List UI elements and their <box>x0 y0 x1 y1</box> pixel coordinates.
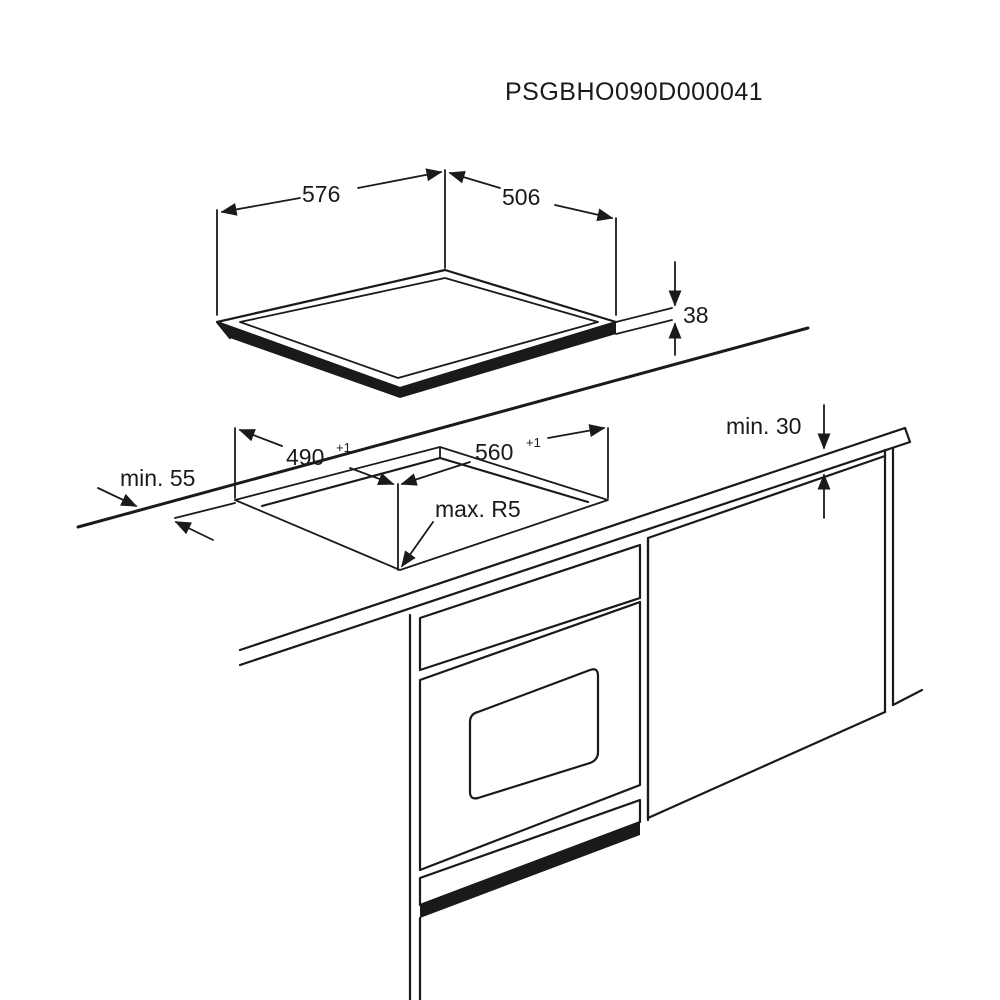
hob-glass-top <box>215 268 618 390</box>
hob-base <box>217 322 616 398</box>
oven-window <box>468 668 600 800</box>
cutout-width-tolerance: +1 <box>526 435 541 450</box>
cutout-outline <box>234 446 609 571</box>
oven-door <box>418 600 642 872</box>
hob-height-label: 38 <box>683 302 709 328</box>
top-clearance-label: min. 30 <box>726 413 801 439</box>
front-clearance-label: min. 55 <box>120 465 195 491</box>
oven-lower-trim <box>418 798 642 907</box>
cutout-depth-tolerance: +1 <box>336 440 351 455</box>
oven-control-panel <box>418 543 642 672</box>
oven-cabinet <box>408 536 650 1000</box>
corner-radius-label: max. R5 <box>435 496 521 522</box>
hob-inner-frame <box>239 277 599 379</box>
dim-cutout-width: 560 +1 <box>397 424 609 571</box>
drawing-code: PSGBHO090D000041 <box>505 78 763 106</box>
dim-hob-height: 38 <box>615 261 709 356</box>
dim-cutout-depth: 490 +1 <box>234 427 395 499</box>
worktop <box>76 326 912 667</box>
dim-hob-depth: 506 <box>448 170 617 316</box>
dim-top-clearance: min. 30 <box>726 404 831 519</box>
hob-appliance <box>215 268 618 398</box>
oven-plinth-shadow <box>420 822 640 918</box>
hob-depth-label: 506 <box>502 184 540 210</box>
cutout-width-label: 560 <box>475 439 513 465</box>
hob-width-label: 576 <box>302 181 340 207</box>
worktop-cutout <box>234 446 609 571</box>
cutout-depth-label: 490 <box>286 444 324 470</box>
dim-corner-radius: max. R5 <box>401 496 521 568</box>
dim-front-clearance: min. 55 <box>97 465 236 541</box>
right-cabinet <box>646 446 924 820</box>
dim-hob-width: 576 <box>216 168 446 316</box>
